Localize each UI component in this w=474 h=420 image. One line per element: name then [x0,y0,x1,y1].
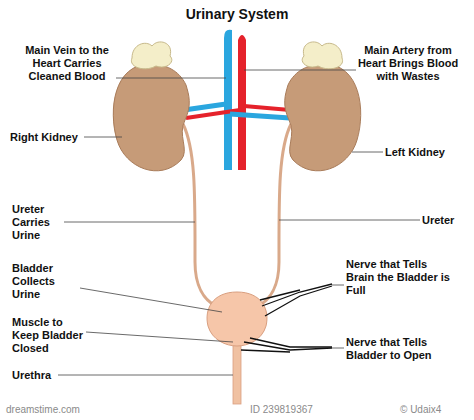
vessel-label: Main Vein to the Heart Carries Cleaned B… [18,44,116,83]
aorta [238,35,246,170]
vessel-label: Main Artery from Heart Brings Blood with… [356,44,460,83]
kidney [285,42,361,171]
renal-artery [244,106,290,110]
organ-label: Bladder Collects Urine [12,262,80,301]
renal-vein [184,104,226,110]
nerve-label: Nerve that Tells Bladder to Open [346,336,456,362]
watermark: ID 239819367 [250,404,350,416]
ureter [183,124,216,306]
organ-label: Ureter Carries Urine [12,203,68,242]
watermark: © Udaix4 [400,404,470,416]
organ-label: Urethra [12,369,72,382]
leader-line [58,70,420,375]
organ-label: Left Kidney [385,146,465,159]
bladder [207,292,267,346]
watermark: dreamstime.com [6,404,126,416]
organ-label: Right Kidney [10,131,86,144]
nerve [241,284,332,352]
vena-cava [224,30,232,170]
muscle-label: Muscle to Keep Bladder Closed [12,316,92,355]
diagram-title: Urinary System [0,6,474,22]
kidney [113,42,189,171]
ureter [258,124,291,306]
renal-vein [230,114,290,118]
organ-label: Ureter [422,214,472,227]
nerve-label: Nerve that Tells Brain the Bladder is Fu… [346,258,456,297]
